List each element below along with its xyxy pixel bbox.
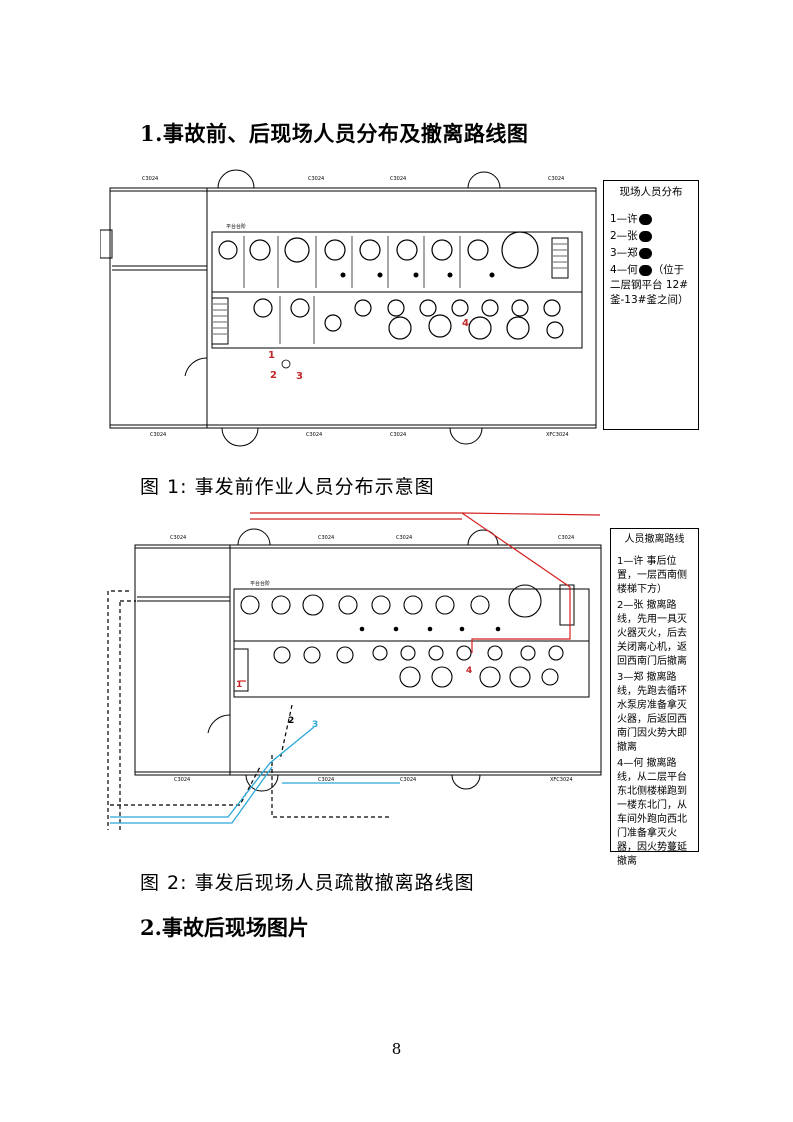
legend-item: 2—张 撤离路线，先用一具灭火器灭火，后去关闭离心机，返回西南门后撤离 — [617, 600, 687, 667]
page-number: 8 — [391, 1040, 402, 1058]
legend-item: 4—何 — [610, 264, 638, 276]
legend-item: 2—张 — [610, 230, 638, 242]
door-label: C3024 — [318, 777, 334, 783]
legend-item: 3—郑 — [610, 247, 638, 259]
figure-2-legend: 人员撤离路线 1—许 事后位置，一层西南侧楼梯下方） 2—张 撤离路线，先用一具… — [610, 528, 699, 867]
person-number: 3 — [312, 720, 318, 730]
door-label: C3024 — [306, 432, 322, 438]
door-label: XFC3024 — [546, 432, 569, 438]
redaction-mark — [638, 230, 652, 242]
person-number: 4 — [462, 318, 469, 329]
person-number: 3 — [296, 371, 303, 382]
door-label: C3024 — [150, 432, 166, 438]
door-label: C3024 — [558, 535, 574, 541]
door-label: C3024 — [142, 176, 158, 182]
figure-1-caption: 图 1: 事发前作业人员分布示意图 — [140, 476, 435, 498]
door-label: C3024 — [390, 176, 406, 182]
person-number: 2 — [288, 716, 294, 726]
redaction-mark — [638, 213, 652, 225]
legend-item: 3—郑 撤离路线，先跑去循环水泵房准备拿灭火器，后返回西南门因火势大即撤离 — [617, 672, 687, 753]
person-number: 4 — [466, 666, 472, 676]
door-label: C3024 — [318, 535, 334, 541]
legend-item: 4—何 撤离路线，从二层平台东北侧楼梯跑到一楼东北门，从车间外跑向西北门准备拿灭… — [617, 758, 687, 867]
platform-label: 平台台阶 — [250, 580, 270, 587]
platform-label: 平台台阶 — [226, 223, 246, 230]
section-1-title: 1.事故前、后现场人员分布及撤离路线图 — [140, 121, 529, 146]
legend-item: 1—许 事后位置，一层西南侧楼梯下方） — [617, 556, 687, 595]
legend-title: 现场人员分布 — [619, 186, 683, 198]
door-label: C3024 — [400, 777, 416, 783]
person-number: 2 — [270, 370, 277, 381]
person-number: 1 — [236, 680, 242, 690]
door-label: C3024 — [390, 432, 406, 438]
figure-2-caption: 图 2: 事发后现场人员疏散撤离路线图 — [140, 872, 475, 894]
person-number: 1 — [268, 350, 275, 361]
door-label: XFC3024 — [550, 777, 573, 783]
section-2-title: 2.事故后现场图片 — [140, 915, 309, 940]
door-label: C3024 — [396, 535, 412, 541]
redaction-mark — [638, 264, 652, 276]
door-label: C3024 — [548, 176, 564, 182]
legend-note: （位于二层钢平台 12#釜-13#釜之间） — [610, 264, 689, 306]
door-label: C3024 — [308, 176, 324, 182]
redaction-mark — [638, 247, 652, 259]
figure-1-floor-plan: C3024 C3024 C3024 C3024 C3024 C3024 C302… — [100, 169, 597, 447]
legend-title: 人员撤离路线 — [624, 534, 685, 545]
figure-2-evacuation-plan: C3024 C3024 C3024 C3024 C3024 C3024 C302… — [107, 512, 602, 830]
figure-1-legend: 现场人员分布 1—许 2—张 3—郑 4—何（位于二层钢平台 12#釜-13#釜… — [603, 180, 699, 430]
legend-item: 1—许 — [610, 213, 638, 225]
door-label: C3024 — [174, 777, 190, 783]
person-marker — [281, 359, 291, 369]
door-label: C3024 — [170, 535, 186, 541]
